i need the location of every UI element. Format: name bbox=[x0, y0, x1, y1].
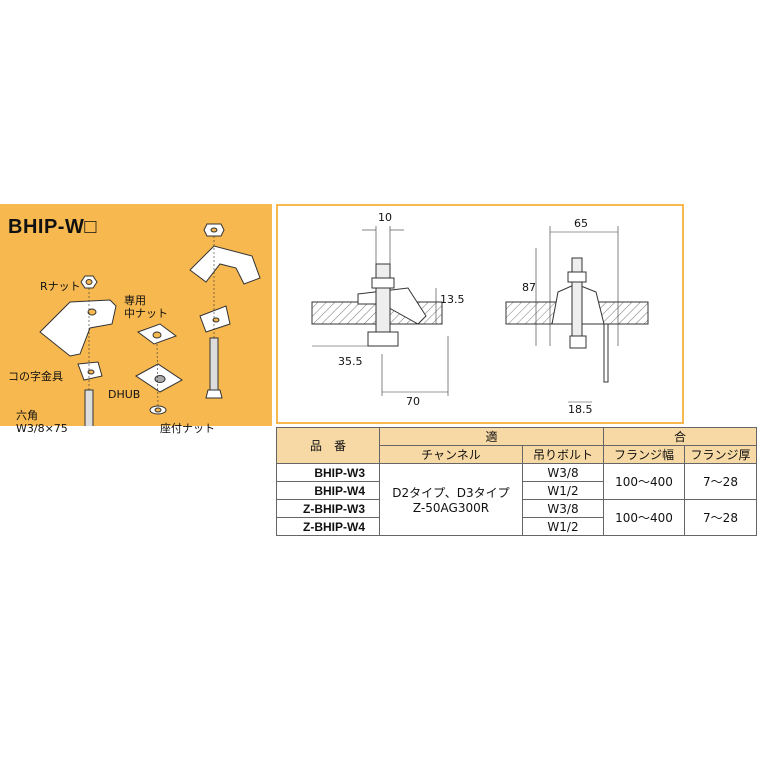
bolt-cell: W3/8 bbox=[522, 499, 604, 518]
bracket-shape bbox=[39, 299, 117, 357]
product-title: BHIP-W□ bbox=[8, 216, 97, 238]
dim-70: 70 bbox=[406, 395, 420, 408]
table-subheader-row: チャンネル 吊りボルト フランジ幅 フランジ厚 bbox=[277, 445, 757, 464]
table-row: BHIP-W4 W1/2 bbox=[276, 481, 757, 500]
bolt-cell: W3/8 bbox=[522, 463, 604, 482]
flange-thickness-cell: 7〜28 bbox=[684, 499, 757, 536]
header-channel: チャンネル bbox=[379, 445, 523, 464]
side-view-clamp bbox=[357, 287, 427, 325]
bolt-cell: W1/2 bbox=[522, 517, 604, 536]
right-bracket-shape bbox=[189, 245, 261, 285]
label-dedicated-nut-2: 中ナット bbox=[124, 307, 168, 320]
label-washer-nut: 座付ナット bbox=[160, 422, 215, 435]
label-r-nut: Rナット bbox=[40, 280, 81, 293]
label-hex-bolt-2: W3/8×75 bbox=[16, 422, 68, 435]
label-hex-bolt-1: 六角 bbox=[16, 409, 38, 422]
flange-width-cell: 100〜400 bbox=[603, 463, 685, 500]
label-dedicated-nut-1: 専用 bbox=[124, 294, 146, 307]
label-dhub: DHUB bbox=[108, 388, 141, 401]
table-header-row: 品 番 適 合 bbox=[276, 427, 757, 464]
exploded-parts-drawing bbox=[39, 223, 261, 426]
part-number-cell: Z-BHIP-W3 bbox=[276, 499, 380, 518]
channel-line-2: Z-50AG300R bbox=[412, 501, 490, 515]
parts-illustration-panel: BHIP-W□ Rナット 専用 中ナット コの字金具 DHUB 六角 W3/8×… bbox=[0, 204, 272, 435]
header-flange-thickness: フランジ厚 bbox=[684, 445, 757, 464]
part-number-cell: BHIP-W4 bbox=[276, 481, 380, 500]
dim-10: 10 bbox=[378, 211, 392, 224]
dim-87: 87 bbox=[522, 281, 536, 294]
part-number-cell: Z-BHIP-W4 bbox=[276, 517, 380, 536]
dim-18-5: 18.5 bbox=[568, 403, 593, 416]
header-applicable-right: 合 bbox=[603, 427, 757, 446]
dimension-drawing-panel: 10 13.5 35.5 70 65 87 18.5 bbox=[276, 204, 684, 424]
flange-width-cell: 100〜400 bbox=[603, 499, 685, 536]
right-bolt-shaft bbox=[209, 337, 219, 391]
table-row: BHIP-W3 D2タイプ、D3タイプ Z-50AG300R W3/8 100〜… bbox=[276, 463, 757, 536]
hex-bolt-shaft bbox=[84, 389, 94, 426]
header-part-number: 品 番 bbox=[276, 427, 380, 464]
channel-line-1: D2タイプ、D3タイプ bbox=[392, 486, 510, 500]
header-bolt: 吊りボルト bbox=[522, 445, 604, 464]
header-applicable-left: 適 bbox=[379, 427, 604, 446]
header-flange-width: フランジ幅 bbox=[603, 445, 685, 464]
channel-cell: D2タイプ、D3タイプ Z-50AG300R bbox=[379, 463, 523, 536]
part-number-cell: BHIP-W3 bbox=[276, 463, 380, 482]
bolt-cell: W1/2 bbox=[522, 481, 604, 500]
dim-65: 65 bbox=[574, 217, 588, 230]
flange-thickness-cell: 7〜28 bbox=[684, 463, 757, 500]
spec-table: 品 番 適 合 チャンネル 吊りボルト フランジ幅 フランジ厚 BHIP-W3 … bbox=[276, 427, 757, 536]
dimension-drawing bbox=[311, 226, 649, 403]
label-channel-bracket: コの字金具 bbox=[8, 370, 63, 383]
dim-35-5: 35.5 bbox=[338, 355, 363, 368]
dim-13-5: 13.5 bbox=[440, 293, 465, 306]
table-row: Z-BHIP-W4 W1/2 bbox=[276, 517, 757, 536]
